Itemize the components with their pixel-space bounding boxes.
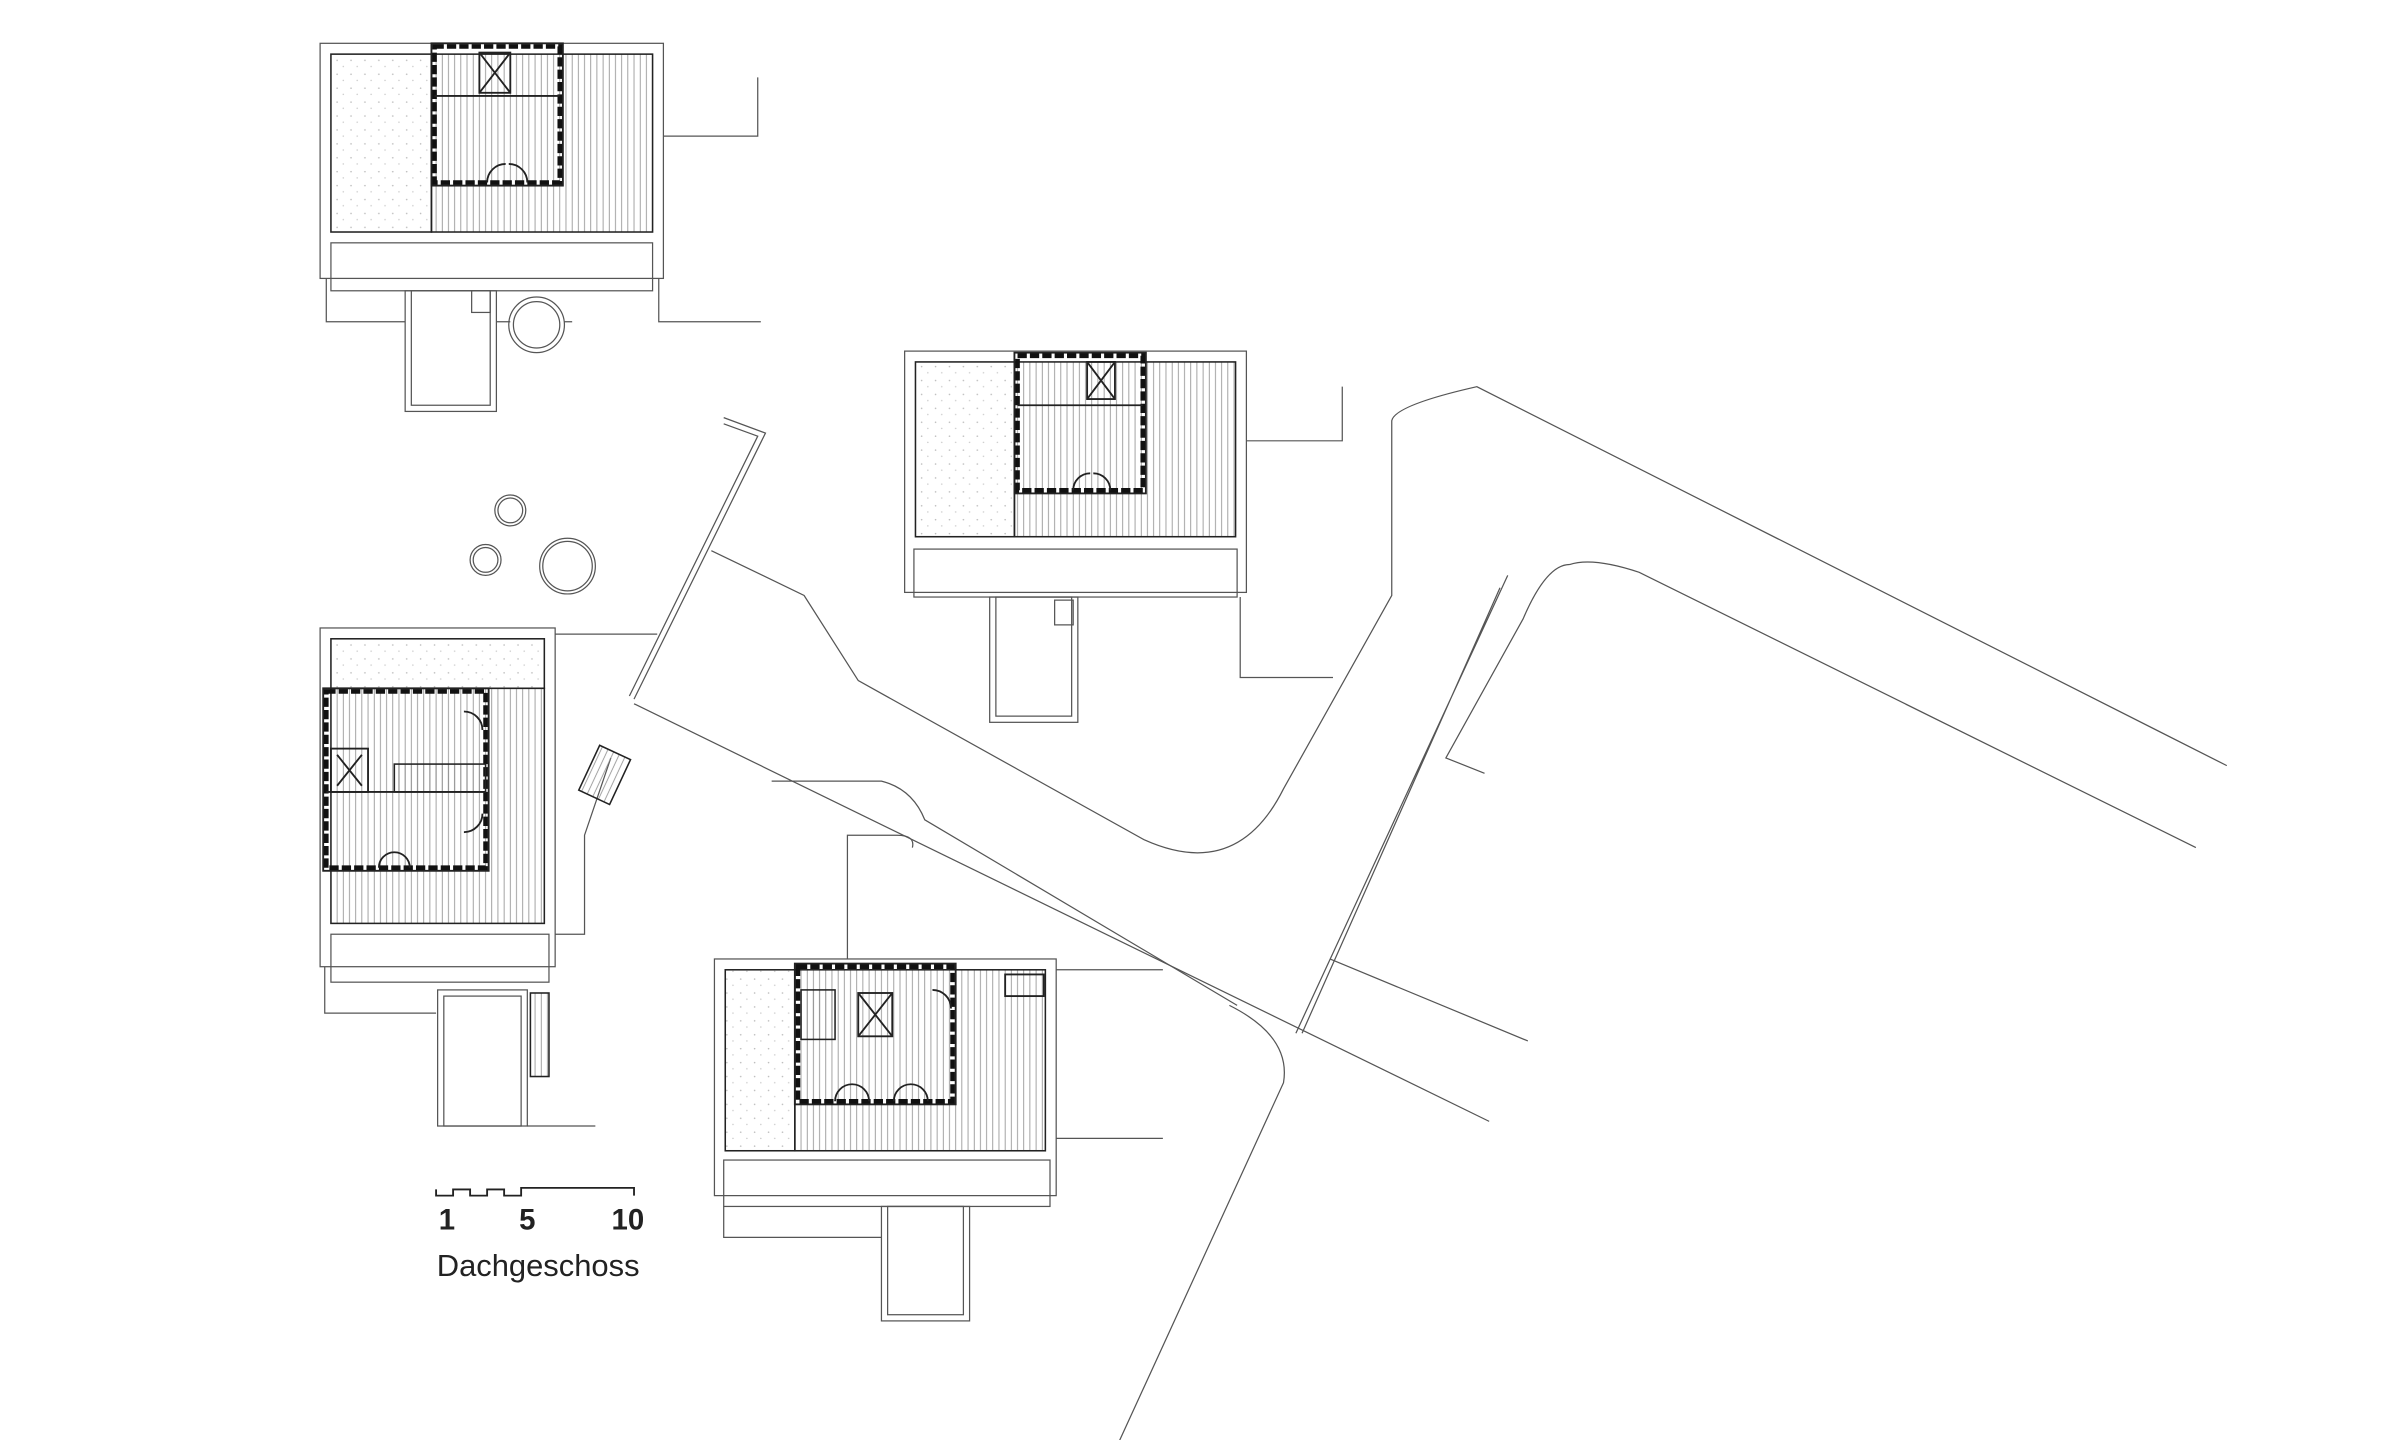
- scale-bar: 1 5 10 Dachgeschoss: [435, 1186, 644, 1283]
- scale-label-1: 1: [439, 1204, 455, 1237]
- scale-label-5: 5: [519, 1204, 535, 1237]
- site-roads: [469, 386, 2228, 1440]
- plan-title: Dachgeschoss: [437, 1248, 640, 1283]
- house-bottom: [713, 834, 1163, 1322]
- house-middle-left: [319, 627, 658, 1127]
- house-top-left: [319, 42, 761, 413]
- scale-label-10: 10: [611, 1204, 644, 1237]
- house-top-right: [904, 350, 1343, 723]
